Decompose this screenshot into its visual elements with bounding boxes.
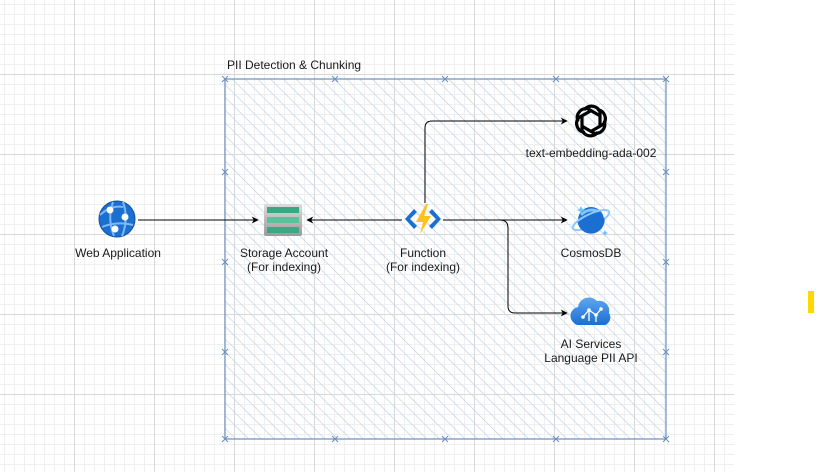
- edge-function-to-ai[interactable]: [499, 219, 568, 317]
- azure-function-icon[interactable]: [405, 204, 441, 234]
- edge-function-to-openai[interactable]: [424, 117, 568, 203]
- function-label-line1: Function: [399, 246, 447, 260]
- function-label-line2: (For indexing): [385, 260, 461, 274]
- storage-label: Storage Account (For indexing): [224, 246, 344, 274]
- web-app-label-text: Web Application: [75, 246, 161, 260]
- pii-detection-group[interactable]: [221, 75, 670, 443]
- ai-label: AI Services Language PII API: [531, 337, 651, 365]
- storage-account-icon[interactable]: [264, 204, 302, 236]
- storage-label-line2: (For indexing): [246, 260, 322, 274]
- ai-services-cloud-icon[interactable]: [570, 297, 611, 326]
- storage-label-line1: Storage Account: [239, 246, 329, 260]
- cosmos-label-text: CosmosDB: [560, 246, 622, 260]
- openai-label: text-embedding-ada-002: [516, 146, 666, 160]
- cosmos-label: CosmosDB: [541, 246, 641, 260]
- openai-logo-icon[interactable]: [574, 104, 609, 138]
- selection-marker: [808, 291, 814, 313]
- group-resize-handles: [221, 75, 670, 443]
- ai-label-line2: Language PII API: [544, 351, 638, 365]
- ai-label-line1: AI Services: [560, 337, 622, 351]
- group-title: PII Detection & Chunking: [227, 58, 362, 72]
- web-app-globe-icon[interactable]: [98, 200, 136, 238]
- architecture-diagram: [98, 75, 670, 443]
- web-app-label: Web Application: [68, 246, 168, 260]
- openai-label-text: text-embedding-ada-002: [525, 146, 657, 160]
- cosmosdb-planet-icon[interactable]: [570, 206, 611, 238]
- function-label: Function (For indexing): [373, 246, 473, 274]
